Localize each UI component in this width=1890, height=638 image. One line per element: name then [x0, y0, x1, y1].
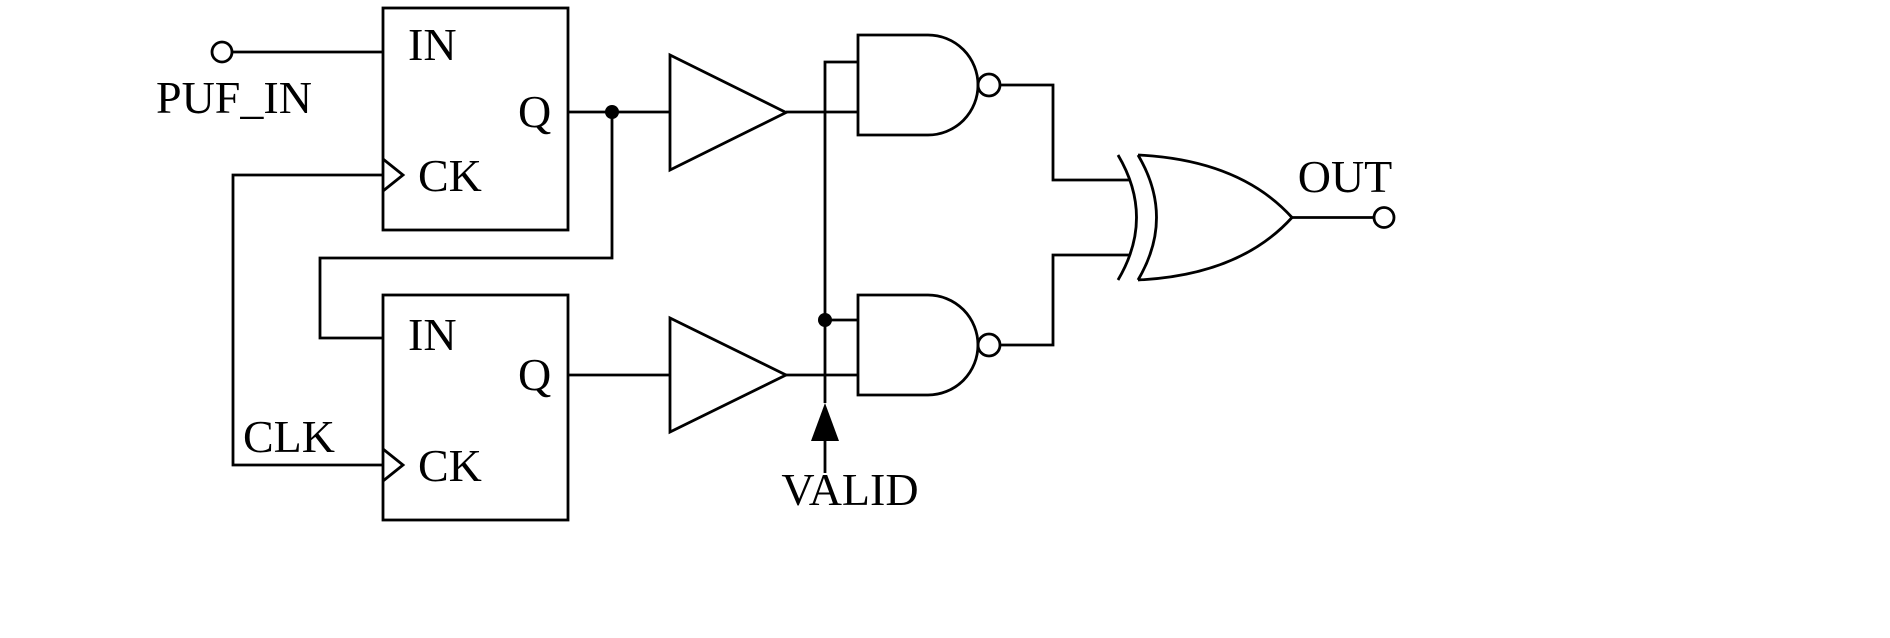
wire-nand-bottom-out — [1000, 253, 1129, 347]
xor-body — [1136, 153, 1294, 282]
flipflop-top-body — [381, 6, 570, 232]
nand-gate-bottom — [856, 253, 1129, 397]
xor-gate: OUT — [1116, 151, 1396, 282]
flipflop-bottom-in-label: IN — [408, 309, 457, 360]
puf-in-input: PUF_IN — [156, 40, 383, 123]
clock-net: CLK — [231, 173, 383, 467]
buffer-bottom-body — [668, 315, 790, 435]
puf-in-label: PUF_IN — [156, 72, 312, 123]
flipflop-top: IN Q CK — [381, 6, 570, 232]
flipflop-top-in-label: IN — [408, 19, 457, 70]
junction-dot-valid — [818, 313, 832, 327]
valid-arrow-icon — [811, 403, 839, 441]
nand-bottom-bubble — [976, 332, 1002, 358]
flipflop-top-clock-wedge-icon — [382, 157, 406, 193]
buffer-top-body — [668, 52, 790, 173]
valid-net: VALID — [781, 60, 919, 515]
nand-bottom-body — [856, 293, 980, 397]
flipflop-bottom-clock-wedge-icon — [382, 447, 406, 483]
flipflop-top-ck-label: CK — [418, 150, 482, 201]
buffer-top — [668, 52, 858, 173]
wire-nand-top-out — [1000, 83, 1129, 182]
buffer-bottom — [668, 315, 858, 435]
nand-gate-top — [856, 33, 1129, 182]
wire-clock — [231, 173, 383, 467]
flipflop-bottom: IN Q CK — [381, 293, 570, 522]
q-nets — [318, 105, 670, 377]
xor-rear-arc — [1116, 154, 1138, 281]
clk-label: CLK — [243, 411, 335, 462]
flipflop-bottom-body — [381, 293, 570, 522]
valid-label: VALID — [781, 464, 918, 515]
out-terminal-circle — [1372, 206, 1396, 229]
junction-dot-q-top — [605, 105, 619, 119]
puf-in-terminal-circle — [210, 40, 234, 64]
flipflop-top-q-label: Q — [518, 86, 551, 137]
wire-feedback — [318, 112, 614, 340]
out-label: OUT — [1298, 151, 1393, 202]
flipflop-bottom-q-label: Q — [518, 349, 551, 400]
nand-top-bubble — [976, 72, 1002, 98]
flipflop-bottom-ck-label: CK — [418, 440, 482, 491]
nand-top-body — [856, 33, 980, 137]
wire-valid-vertical — [823, 60, 858, 403]
